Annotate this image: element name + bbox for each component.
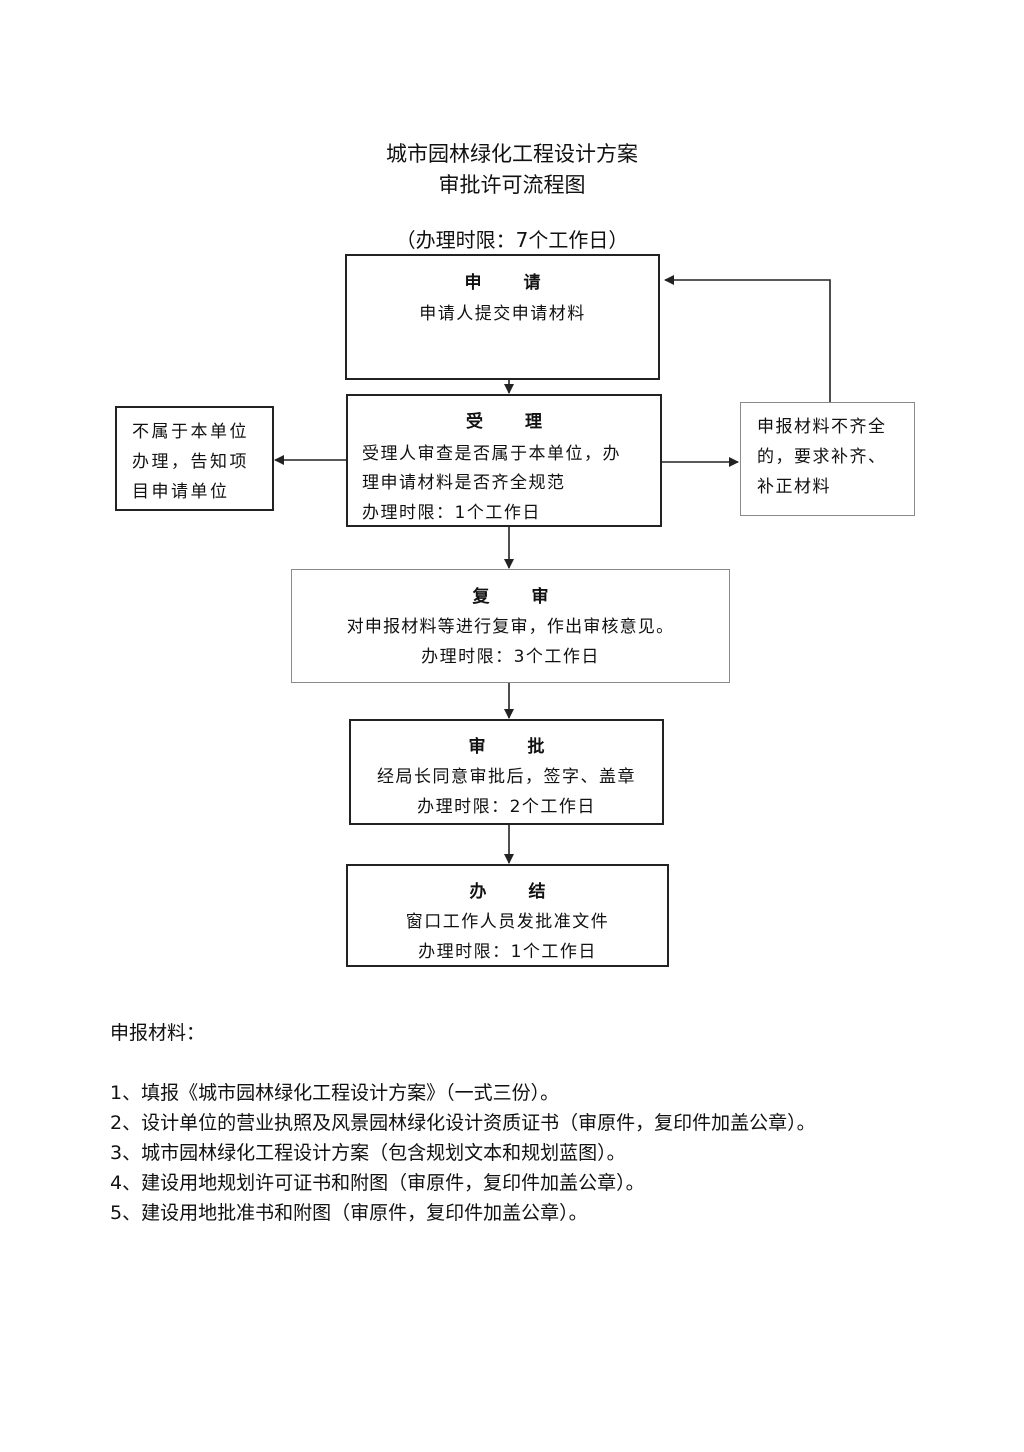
materials-item: 1、填报《城市园林绿化工程设计方案》（一式三份）。 [110, 1082, 560, 1104]
step-approve: 审 批 经局长同意审批后，签字、盖章 办理时限：2个工作日 [349, 719, 664, 825]
branch-not-ours: 不属于本单位 办理，告知项 目申请单位 [115, 406, 274, 511]
step-finish-line: 办理时限：1个工作日 [418, 942, 597, 962]
materials-item: 2、设计单位的营业执照及风景园林绿化设计资质证书（审原件，复印件加盖公章）。 [110, 1112, 816, 1134]
materials-item: 5、建设用地批准书和附图（审原件，复印件加盖公章）。 [110, 1202, 588, 1224]
materials-item: 4、建设用地规划许可证书和附图（审原件，复印件加盖公章）。 [110, 1172, 645, 1194]
branch-incomplete-line: 补正材料 [757, 477, 831, 497]
step-review-line: 对申报材料等进行复审，作出审核意见。 [346, 617, 675, 637]
step-approve-title: 审 批 [468, 737, 563, 757]
page-title: 城市园林绿化工程设计方案 [386, 142, 638, 166]
materials-section: 申报材料： 1、填报《城市园林绿化工程设计方案》（一式三份）。 2、设计单位的营… [110, 1018, 910, 1228]
arrow-incomplete-to-apply [664, 275, 831, 402]
branch-incomplete: 申报材料不齐全 的，要求补齐、 补正材料 [740, 402, 915, 516]
step-approve-line: 办理时限：2个工作日 [417, 797, 596, 817]
time-limit: （办理时限：7个工作日） [395, 228, 629, 252]
step-accept: 受 理 受理人审查是否属于本单位，办 理申请材料是否齐全规范 办理时限：1个工作… [346, 394, 662, 527]
step-review: 复 审 对申报材料等进行复审，作出审核意见。 办理时限：3个工作日 [291, 569, 730, 683]
step-review-line: 办理时限：3个工作日 [421, 647, 600, 667]
page-subtitle: 审批许可流程图 [438, 173, 586, 197]
branch-incomplete-line: 申报材料不齐全 [757, 417, 887, 437]
branch-incomplete-line: 的，要求补齐、 [757, 447, 887, 467]
step-finish-line: 窗口工作人员发批准文件 [405, 912, 610, 932]
branch-not-ours-line: 办理，告知项 [132, 452, 249, 472]
step-accept-line: 受理人审查是否属于本单位，办 [362, 444, 621, 464]
step-approve-line: 经局长同意审批后，签字、盖章 [377, 767, 636, 787]
step-finish-title: 办 结 [469, 882, 564, 902]
step-apply-title: 申 请 [464, 273, 559, 293]
step-apply: 申 请 申请人提交申请材料 [345, 254, 660, 380]
step-accept-line: 办理时限：1个工作日 [362, 503, 541, 523]
step-finish: 办 结 窗口工作人员发批准文件 办理时限：1个工作日 [346, 864, 669, 967]
step-accept-title: 受 理 [466, 412, 560, 432]
step-accept-line: 理申请材料是否齐全规范 [362, 473, 566, 493]
step-apply-line: 申请人提交申请材料 [419, 304, 586, 324]
branch-not-ours-line: 目申请单位 [132, 482, 230, 502]
branch-not-ours-line: 不属于本单位 [132, 422, 249, 442]
step-review-title: 复 审 [472, 587, 567, 607]
materials-heading: 申报材料： [110, 1022, 206, 1044]
materials-item: 3、城市园林绿化工程设计方案（包含规划文本和规划蓝图）。 [110, 1142, 626, 1164]
